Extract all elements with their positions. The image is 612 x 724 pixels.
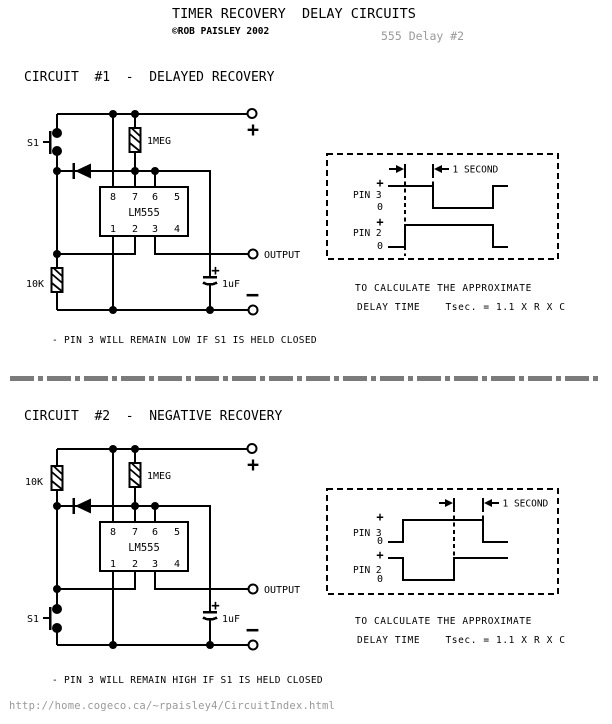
- copyright-text: ©ROB PAISLEY 2002: [172, 26, 270, 37]
- pin-5: 5: [174, 527, 180, 538]
- resistor-10k: [50, 267, 64, 293]
- pin-2: 2: [132, 559, 138, 570]
- pin2-waveform: [388, 557, 508, 581]
- resistor-1meg-label: 1MEG: [147, 471, 171, 482]
- pin-7: 7: [132, 192, 138, 203]
- page-label: 555 Delay #2: [381, 29, 465, 43]
- pin3-waveform: [388, 519, 508, 543]
- junction-dots: [53, 110, 214, 314]
- resistor-1meg: [128, 462, 142, 488]
- resistor-1meg-label: 1MEG: [147, 136, 171, 147]
- pin-1: 1: [110, 224, 116, 235]
- timing-diagram-circuit2: 1 SECOND PIN 3 + 0 PIN 2 + 0: [326, 488, 559, 595]
- resistor-1meg: [128, 127, 142, 153]
- plus-symbol: +: [247, 118, 259, 142]
- junction-dots: [53, 445, 214, 649]
- pin3-waveform: [388, 185, 508, 209]
- circuit2-heading: CIRCUIT #2 - NEGATIVE RECOVERY: [24, 409, 283, 424]
- output-terminal: [247, 583, 259, 595]
- pin3-row-label: PIN 3: [353, 528, 382, 539]
- output-label: OUTPUT: [264, 250, 300, 261]
- pin-1: 1: [110, 559, 116, 570]
- negative-terminal: −: [246, 618, 259, 651]
- output-terminal: [247, 248, 259, 260]
- interval-label: 1 SECOND: [503, 499, 549, 510]
- pin-8: 8: [110, 192, 116, 203]
- circuit1-note: - PIN 3 WILL REMAIN LOW IF S1 IS HELD CL…: [52, 335, 317, 346]
- resistor-10k-label: 10K: [26, 279, 44, 290]
- minus-symbol: −: [246, 618, 259, 643]
- ic-lm555: 8 7 6 5 LM555 1 2 3 4: [99, 186, 189, 237]
- switch-label: S1: [27, 614, 39, 625]
- pin2-waveform: [388, 224, 508, 248]
- pin3-row-label: PIN 3: [353, 190, 382, 201]
- pin-6: 6: [152, 192, 158, 203]
- pin-5: 5: [174, 192, 180, 203]
- pushbutton-switch-icon: [43, 604, 62, 633]
- circuit2-note: - PIN 3 WILL REMAIN HIGH IF S1 IS HELD C…: [52, 675, 323, 686]
- pin2-low-label: 0: [377, 241, 383, 252]
- diode-icon: [72, 163, 91, 179]
- pin-7: 7: [132, 527, 138, 538]
- resistor-10k: [50, 465, 64, 491]
- timing-box: [326, 488, 559, 595]
- switch-label: S1: [27, 138, 39, 149]
- minus-symbol: −: [246, 283, 259, 308]
- positive-terminal: +: [246, 443, 259, 477]
- pin-4: 4: [174, 224, 180, 235]
- circuit2-calc-line1: TO CALCULATE THE APPROXIMATE: [355, 616, 532, 627]
- schematic-circuit2: 10K 1MEG 8 7 6 5 LM555 1 2 3 4: [25, 443, 300, 651]
- page-title: TIMER RECOVERY DELAY CIRCUITS: [172, 6, 416, 22]
- source-url: http://home.cogeco.ca/~rpaisley4/Circuit…: [9, 700, 336, 712]
- ic-name: LM555: [128, 207, 160, 219]
- pin3-low-label: 0: [377, 202, 383, 213]
- plus-symbol: +: [247, 453, 259, 477]
- capacitor-polarity: +: [211, 598, 219, 614]
- resistor-10k-label: 10K: [25, 477, 43, 488]
- circuit2-calc-line2: DELAY TIME Tsec. = 1.1 X R X C: [357, 635, 566, 646]
- timing-diagram-circuit1: 1 SECOND PIN 3 + 0 PIN 2 + 0: [326, 153, 559, 260]
- pin3-high-label: +: [376, 510, 383, 524]
- capacitor-icon: +: [202, 263, 220, 286]
- pin2-high-label: +: [376, 215, 383, 229]
- pin2-row-label: PIN 2: [353, 565, 382, 576]
- ic-lm555: 8 7 6 5 LM555 1 2 3 4: [99, 521, 189, 572]
- pin2-row-label: PIN 2: [353, 228, 382, 239]
- pin-3: 3: [152, 224, 158, 235]
- pin-6: 6: [152, 527, 158, 538]
- circuit1-calc-line1: TO CALCULATE THE APPROXIMATE: [355, 283, 532, 294]
- pin2-high-label: +: [376, 548, 383, 562]
- interval-label: 1 SECOND: [453, 165, 499, 176]
- pin-8: 8: [110, 527, 116, 538]
- timing-box: [326, 153, 559, 260]
- capacitor-label: 1uF: [222, 279, 240, 290]
- pin-3: 3: [152, 559, 158, 570]
- diode-icon: [72, 498, 91, 514]
- pin-2: 2: [132, 224, 138, 235]
- capacitor-label: 1uF: [222, 614, 240, 625]
- capacitor-polarity: +: [211, 263, 219, 279]
- circuit1-heading: CIRCUIT #1 - DELAYED RECOVERY: [24, 70, 275, 85]
- pin3-high-label: +: [376, 176, 383, 190]
- circuit1-calc-line2: DELAY TIME Tsec. = 1.1 X R X C: [357, 302, 566, 313]
- positive-terminal: +: [246, 108, 259, 142]
- output-label: OUTPUT: [264, 585, 300, 596]
- interval-arrows: [389, 165, 449, 173]
- capacitor-icon: +: [202, 598, 220, 621]
- pin3-low-label: 0: [377, 536, 383, 547]
- ic-name: LM555: [128, 542, 160, 554]
- pin-4: 4: [174, 559, 180, 570]
- negative-terminal: −: [246, 283, 259, 316]
- section-divider: [10, 376, 602, 381]
- interval-arrows: [439, 499, 499, 507]
- pushbutton-switch-icon: [43, 128, 62, 156]
- pin2-low-label: 0: [377, 574, 383, 585]
- schematic-circuit1: S1 1MEG 10K 8 7 6 5 LM555 1: [26, 108, 300, 316]
